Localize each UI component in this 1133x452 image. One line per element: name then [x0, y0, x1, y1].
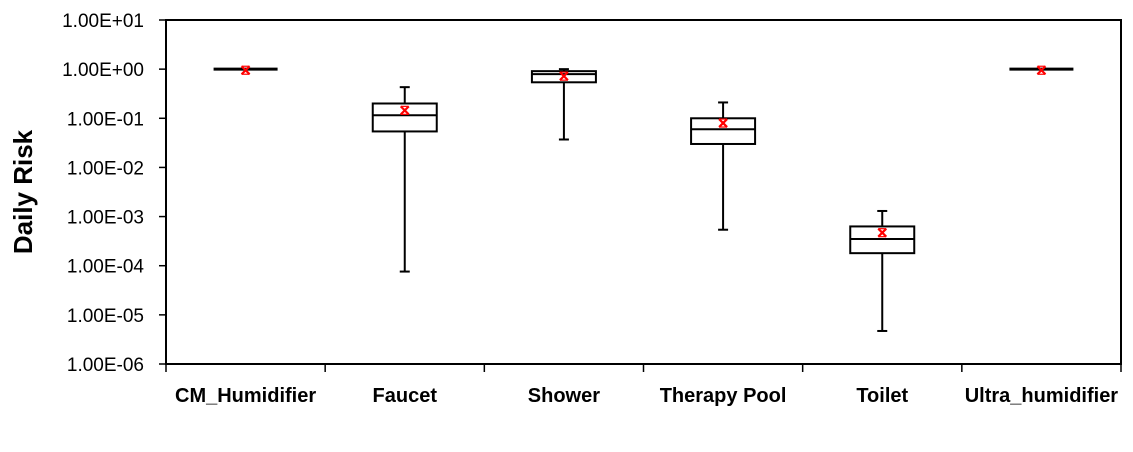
x-category-label: Ultra_humidifier	[965, 385, 1119, 407]
iqr-box	[371, 102, 438, 133]
y-tick-label: 1.00E-06	[67, 355, 144, 376]
y-axis-tick-labels: 1.00E+01 1.00E+00 1.00E-01 1.00E-02 1.00E-03…	[62, 11, 144, 376]
x-category-label: Toilet	[856, 385, 908, 407]
x-category-label: Faucet	[373, 385, 438, 407]
x-axis-category-labels: CM_Humidifier Faucet Shower Therapy Pool Toi…	[175, 385, 1118, 407]
x-category-label: Therapy Pool	[660, 385, 787, 407]
y-tick-label: 1.00E+00	[62, 60, 144, 81]
mean-marker-icon	[1036, 65, 1047, 76]
mean-marker-icon	[399, 105, 410, 116]
mean-marker-icon	[559, 71, 569, 81]
mean-marker-icon	[240, 65, 251, 76]
box-series	[213, 65, 1074, 332]
y-tick-label: 1.00E-05	[67, 306, 144, 327]
box-cm-humidifier	[213, 65, 278, 76]
mean-marker-icon	[877, 227, 888, 238]
y-tick-label: 1.00E-02	[67, 158, 144, 179]
x-category-label: CM_Humidifier	[175, 385, 316, 407]
y-tick-label: 1.00E+01	[62, 11, 144, 32]
y-tick-label: 1.00E-04	[67, 257, 145, 278]
box-faucet	[371, 86, 438, 273]
plot-area-frame	[165, 19, 1122, 365]
box-toilet	[849, 209, 916, 332]
y-axis-title: Daily Risk	[8, 129, 38, 254]
mean-marker-icon	[718, 118, 728, 128]
x-category-label: Shower	[528, 385, 600, 407]
box-shower	[530, 68, 597, 141]
y-tick-label: 1.00E-01	[67, 109, 144, 130]
y-tick-label: 1.00E-03	[67, 208, 144, 229]
box-ultra-humidifier	[1009, 65, 1074, 76]
box-therapy-pool	[690, 101, 757, 231]
y-axis-ticks	[159, 19, 166, 365]
x-axis-ticks	[165, 364, 1122, 372]
